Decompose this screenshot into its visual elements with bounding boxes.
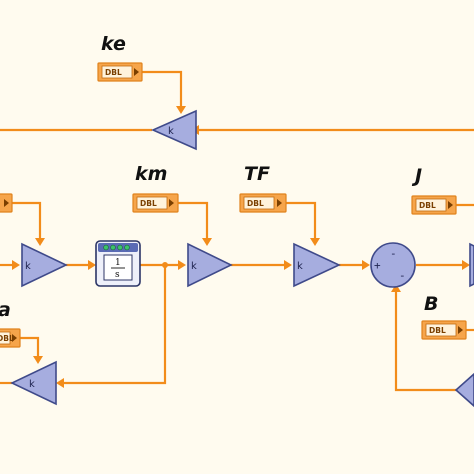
- constant-a-label: DBL: [0, 334, 14, 343]
- constant-left-arrow-icon: [4, 199, 9, 207]
- summer[interactable]: + - -: [370, 242, 416, 288]
- constant-b-arrow-icon: [458, 326, 463, 334]
- arrowhead-integrator-left: [88, 260, 96, 270]
- constant-a[interactable]: DBL: [0, 328, 21, 348]
- gain-a[interactable]: k: [10, 360, 57, 406]
- integrator-block[interactable]: 1 s: [95, 240, 141, 287]
- wire-b-feedback-to-summer: [394, 290, 474, 392]
- arrowhead-ke-gain-top: [176, 106, 186, 114]
- integrator-denominator: s: [115, 270, 120, 280]
- constant-tf-label: DBL: [247, 199, 264, 208]
- gain-1[interactable]: k: [21, 242, 68, 288]
- gain-j[interactable]: [469, 242, 474, 288]
- gain-ke[interactable]: k: [151, 109, 197, 151]
- gain-ke-symbol: k: [168, 126, 174, 137]
- summer-minus-sign-upper: -: [390, 247, 397, 260]
- label-a: a: [0, 299, 11, 321]
- gain-1-triangle: [21, 242, 68, 288]
- constant-km[interactable]: DBL: [132, 193, 179, 213]
- constant-ke-inner: [101, 65, 133, 79]
- constant-km-arrow-icon: [169, 199, 174, 207]
- constant-km-label: DBL: [140, 199, 157, 208]
- integrator-numerator: 1: [115, 258, 121, 268]
- integrator-status-dot-3: [117, 244, 123, 251]
- constant-j-inner: [415, 198, 447, 212]
- wire-a-constant-to-gain: [20, 336, 40, 358]
- constant-tf[interactable]: DBL: [239, 193, 287, 213]
- wire-ke-constant-to-gain: [142, 70, 183, 108]
- arrowhead-tf-gain-top: [310, 238, 320, 246]
- label-j: J: [411, 165, 422, 187]
- wire-tf-constant-to-gain: [286, 201, 317, 240]
- constant-tf-inner: [243, 196, 275, 210]
- constant-left[interactable]: [0, 193, 13, 213]
- summer-plus-sign: +: [374, 259, 381, 272]
- constant-j-arrow-icon: [448, 201, 453, 209]
- label-tf: TF: [244, 163, 270, 185]
- constant-j[interactable]: DBL: [411, 195, 457, 215]
- gain-km[interactable]: k: [187, 242, 233, 288]
- wire-integrator-feedback: [62, 265, 167, 385]
- label-b: B: [424, 293, 438, 315]
- constant-b-inner: [425, 323, 457, 337]
- gain-a-triangle: [10, 360, 57, 406]
- constant-km-inner: [136, 196, 168, 210]
- constant-ke-arrow-icon: [134, 68, 139, 76]
- wires: [0, 70, 474, 392]
- gain-b[interactable]: [454, 372, 474, 408]
- constant-tf-arrow-icon: [277, 199, 282, 207]
- integrator-status-dot-2: [110, 244, 116, 251]
- arrowhead-tf-gain-left: [284, 260, 292, 270]
- arrowhead-summer-bottom: [391, 284, 401, 292]
- gain-tf[interactable]: k: [293, 242, 341, 288]
- arrowhead-a-gain-top: [33, 356, 43, 364]
- constant-a-inner: [0, 331, 11, 345]
- constant-ke[interactable]: DBL: [97, 62, 143, 82]
- constant-j-label: DBL: [419, 201, 436, 210]
- integrator-status-dot-1: [103, 244, 109, 251]
- arrowhead-summer-left: [362, 260, 370, 270]
- constant-b-label: DBL: [429, 326, 446, 335]
- gain-km-triangle: [187, 242, 233, 288]
- summer-minus-sign-lower: -: [399, 269, 406, 282]
- arrowhead-a-gain-right: [56, 378, 64, 388]
- gain-1-symbol: k: [25, 261, 31, 272]
- gain-b-triangle: [454, 372, 474, 408]
- integrator-status-dot-4: [124, 244, 130, 251]
- gain-km-symbol: k: [191, 261, 197, 272]
- wire-left-constant-to-gain1: [12, 201, 42, 240]
- label-ke: ke: [101, 33, 126, 55]
- arrowhead-j-gain-left: [462, 260, 470, 270]
- arrowhead-km-gain-left: [178, 260, 186, 270]
- arrowhead-gain1-top: [35, 238, 45, 246]
- gain-j-triangle: [469, 242, 474, 288]
- summer-circle: [370, 242, 416, 288]
- label-km: km: [135, 163, 167, 185]
- arrowhead-km-gain-top: [202, 238, 212, 246]
- constant-ke-label: DBL: [105, 68, 122, 77]
- gain-a-symbol: k: [29, 379, 35, 390]
- arrowhead-gain1-left: [12, 260, 20, 270]
- gain-tf-symbol: k: [297, 261, 303, 272]
- constant-b[interactable]: DBL: [421, 320, 467, 340]
- wire-km-constant-to-gain: [178, 201, 209, 240]
- gain-tf-triangle: [293, 242, 341, 288]
- constant-a-arrow-icon: [12, 334, 17, 342]
- gain-ke-triangle: [151, 109, 197, 151]
- wire-junction-dot: [162, 262, 168, 268]
- integrator-fraction-box: [103, 254, 133, 281]
